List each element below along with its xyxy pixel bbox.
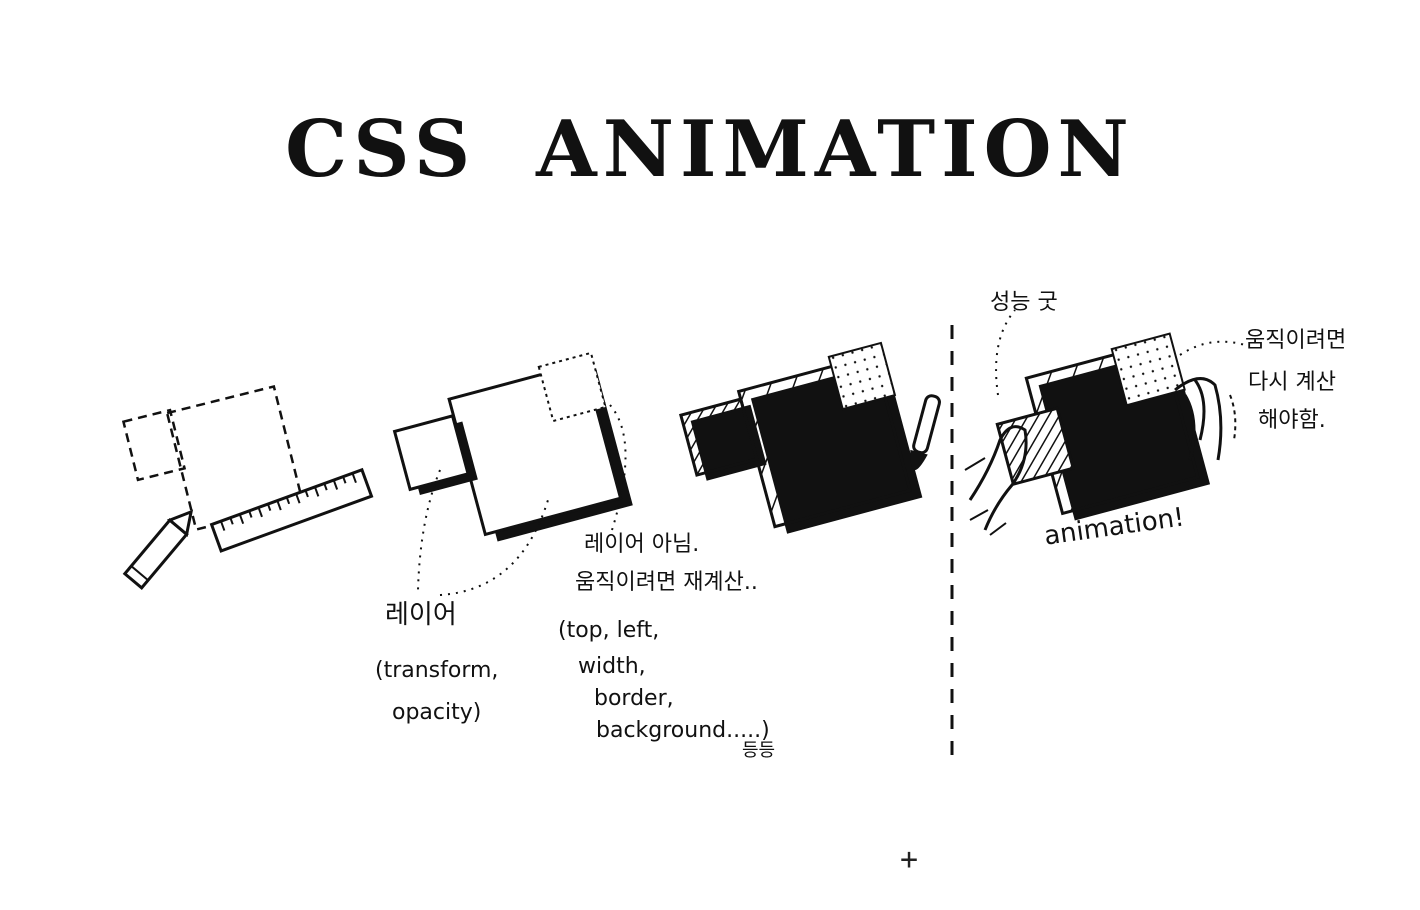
pointer-recalc xyxy=(1180,342,1245,355)
label-not-layer-props-3: border, xyxy=(594,684,674,714)
label-layer: 레이어 xyxy=(385,598,457,632)
blueprint-sketch xyxy=(123,386,371,587)
label-recalc-3: 해야함. xyxy=(1258,406,1326,436)
label-not-layer-1: 레이어 아님. xyxy=(584,530,699,560)
label-recalc-2: 다시 계산 xyxy=(1248,368,1336,398)
layer-box xyxy=(395,416,468,489)
brush-icon xyxy=(906,394,943,473)
label-layer-props-1: (transform, xyxy=(375,656,498,686)
paint-sketch xyxy=(676,343,943,552)
animation-sketch xyxy=(965,310,1245,535)
label-not-layer-props-2: width, xyxy=(578,652,646,682)
pencil-icon xyxy=(125,505,200,588)
label-recalc-1: 움직이려면 xyxy=(1245,326,1346,356)
label-not-layer-props-1: (top, left, xyxy=(558,616,659,646)
ruler-icon xyxy=(212,470,372,551)
label-good-performance: 성능 굿 xyxy=(990,288,1058,318)
pointer-good-perf xyxy=(996,310,1015,395)
label-not-layer-2: 움직이려면 재계산.. xyxy=(575,568,758,598)
label-etc: 등등 xyxy=(742,734,775,768)
label-layer-props-2: opacity) xyxy=(392,698,481,728)
crosshair-cursor-icon: + xyxy=(900,842,918,877)
